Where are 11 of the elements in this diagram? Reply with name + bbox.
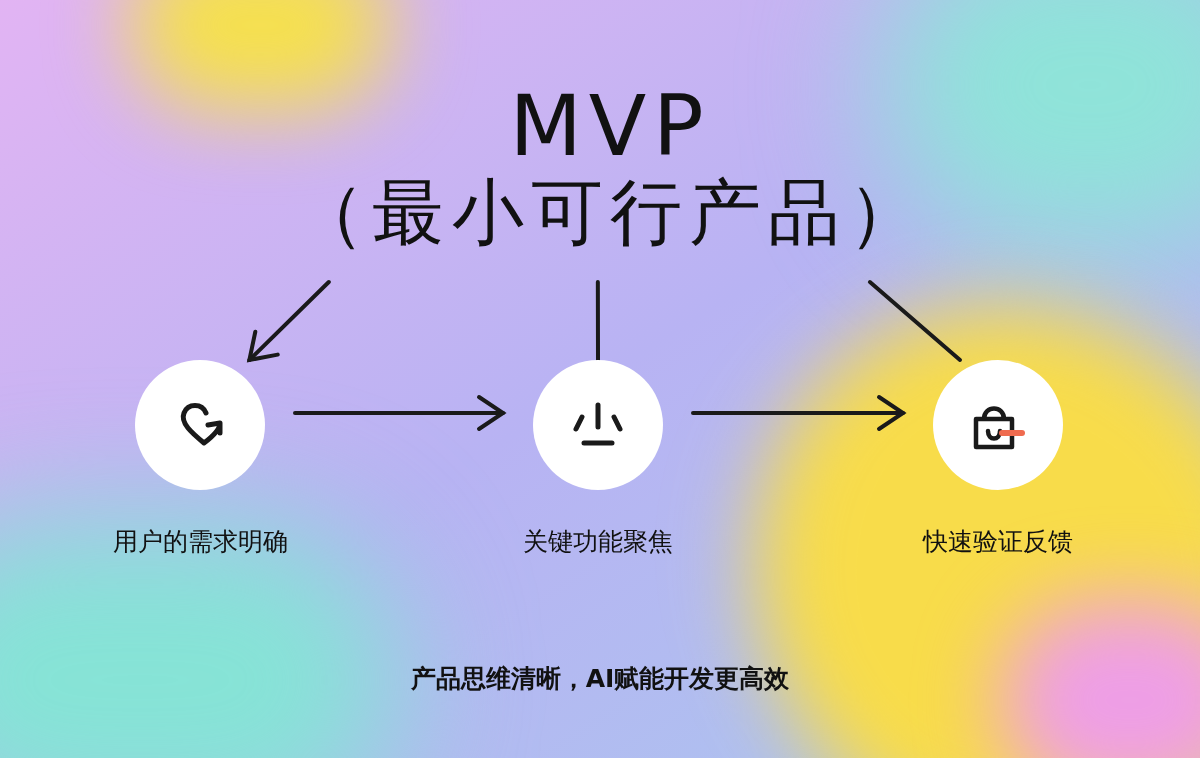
step-label: 用户的需求明确 bbox=[112, 526, 288, 558]
arrow bbox=[691, 395, 905, 431]
step-label: 快速验证反馈 bbox=[923, 526, 1073, 558]
caption: 产品思维清晰，AI赋能开发更高效 bbox=[409, 663, 791, 695]
title-text: MVP bbox=[509, 84, 711, 168]
connector-line bbox=[595, 280, 600, 362]
title-text: （最小可行产品） bbox=[293, 176, 927, 248]
step-label: 关键功能聚焦 bbox=[523, 526, 673, 558]
connector-line bbox=[867, 280, 962, 362]
arrow bbox=[247, 280, 331, 362]
arrow bbox=[293, 395, 505, 431]
